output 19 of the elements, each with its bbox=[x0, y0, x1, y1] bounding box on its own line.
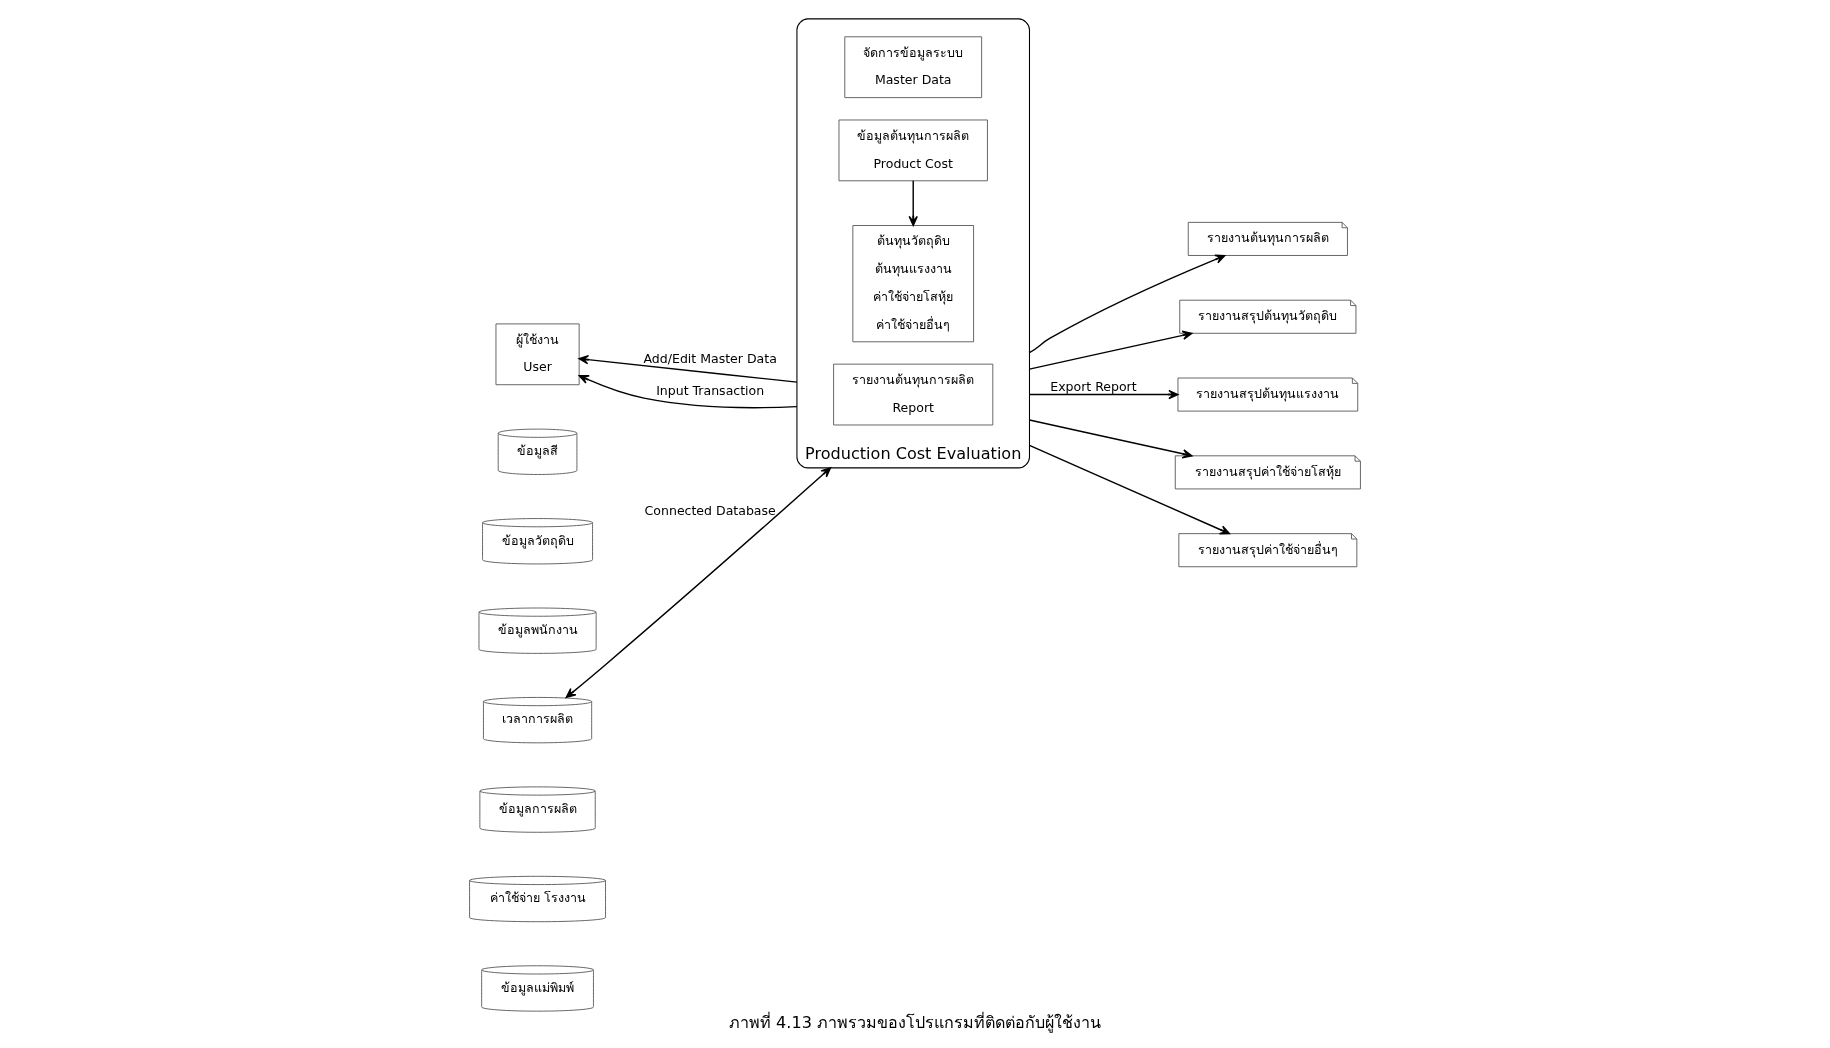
edge-label: Connected Database bbox=[644, 502, 776, 518]
arrow bbox=[1028, 330, 1193, 370]
arrow bbox=[908, 180, 918, 227]
arrow bbox=[578, 375, 798, 409]
node-box: จัดการข้อมูลระบบ Master Data bbox=[844, 36, 983, 99]
arrow bbox=[1028, 254, 1226, 354]
arrow bbox=[1028, 419, 1193, 459]
arrow bbox=[578, 354, 798, 383]
arrow bbox=[1028, 389, 1179, 400]
caption: ภาพที่ 4.13 ภาพรวมของโปรแกรมที่ติดต่อกับผู้ใช้งาน bbox=[728, 1012, 1102, 1032]
node-box: ข้อมูลต้นทุนการผลิต Product Cost bbox=[838, 119, 988, 182]
node-box: ผู้ใช้งาน User bbox=[495, 323, 580, 386]
arrow bbox=[1028, 444, 1231, 535]
edge-label: Input Transaction bbox=[656, 382, 765, 398]
node-box: ต้นทุนวัตถุดิบ ต้นทุนแรงงาน ค่าใช้จ่ายโสหุ้ย ค่าใช้จ่ายอื่นๆ bbox=[852, 225, 975, 343]
edge-label: Export Report bbox=[1050, 379, 1137, 395]
arrow bbox=[565, 467, 832, 699]
edge-label: Add/Edit Master Data bbox=[643, 351, 777, 367]
node-box: รายงานต้นทุนการผลิต Report bbox=[833, 363, 994, 426]
